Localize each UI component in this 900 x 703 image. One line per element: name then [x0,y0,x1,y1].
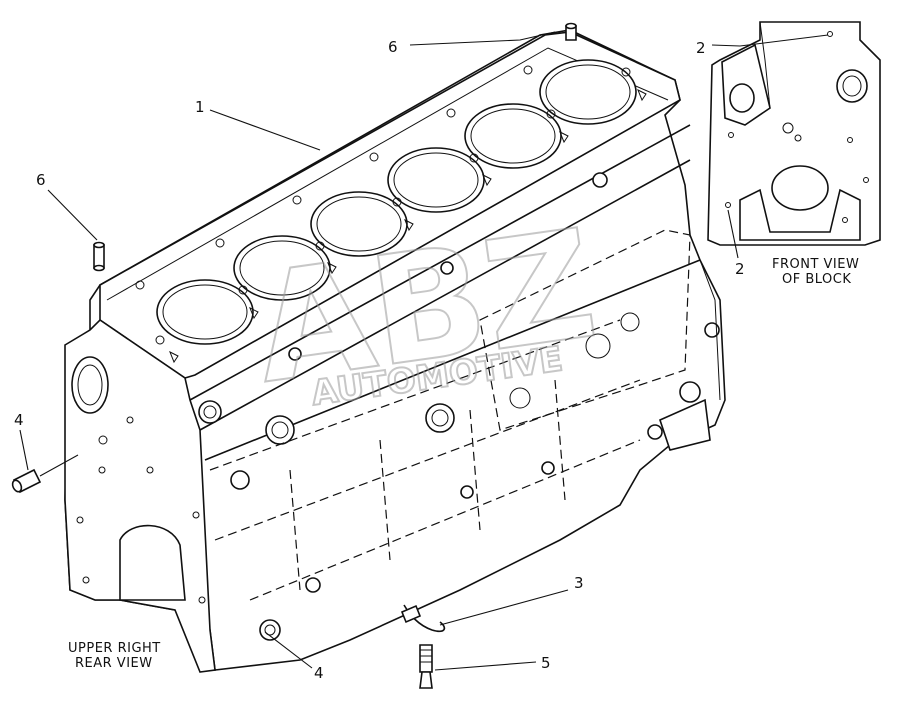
callout-6-top: 6 [388,38,398,56]
dowel-part-6-top [565,22,577,41]
callout-2-lower: 2 [735,260,745,278]
bore-6 [539,59,637,125]
rear-view-caption-line2: REAR VIEW [75,656,153,671]
engine-block [64,29,726,673]
bore-5 [464,103,562,169]
callout-6-left: 6 [36,171,46,189]
deck-holes [135,65,647,364]
front-view-caption-line1: FRONT VIEW [772,257,859,272]
callout-5: 5 [541,654,551,672]
fitting-part-5 [419,644,433,689]
callout-4-left: 4 [14,411,24,429]
leader-lines [19,31,829,671]
view-captions: FRONT VIEW OF BLOCK UPPER RIGHT REAR VIE… [68,257,859,671]
bore-4 [387,147,485,213]
callout-2-upper: 2 [696,39,706,57]
cylinder-bores [156,59,637,345]
callout-1: 1 [195,98,205,116]
crank-bore-rear [119,524,186,601]
callout-labels: 1 6 6 2 2 4 4 3 5 [14,38,745,682]
front-view-inset [707,21,881,246]
callout-3: 3 [574,574,584,592]
plug-part-4 [11,454,79,494]
tube-part-3 [400,604,446,633]
dowel-part-6 [93,241,105,272]
callout-4-lower: 4 [314,664,324,682]
bore-1 [156,279,254,345]
rear-view-caption-line1: UPPER RIGHT [68,641,161,656]
front-view-caption-line2: OF BLOCK [782,272,851,287]
